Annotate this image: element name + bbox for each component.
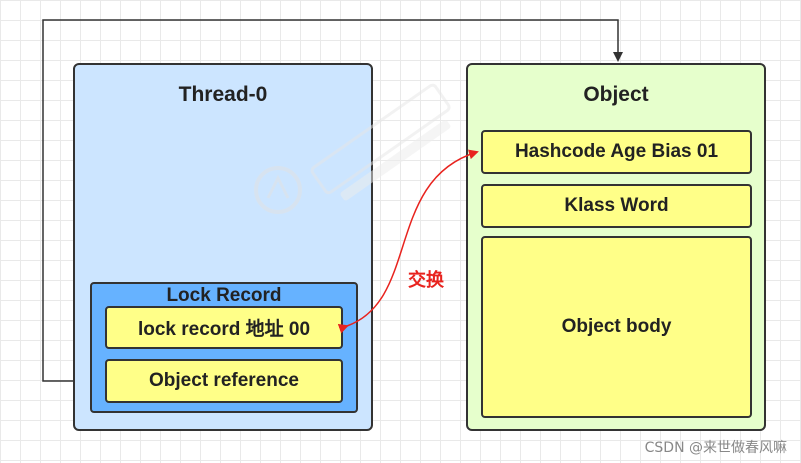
swap-label: 交换 xyxy=(408,270,444,291)
object-body-cell: Object body xyxy=(481,236,752,418)
object-reference-cell: Object reference xyxy=(105,359,343,403)
lock-record-address-cell: lock record 地址 00 xyxy=(105,306,343,349)
klass-word-cell: Klass Word xyxy=(481,184,752,228)
object-header-cell: Hashcode Age Bias 01 xyxy=(481,130,752,174)
object-title: Object xyxy=(583,83,649,106)
footer-credit: CSDN @来世做春风嘛 xyxy=(644,440,787,456)
thread-title: Thread-0 xyxy=(178,83,268,106)
lock-record-title: Lock Record xyxy=(166,285,282,306)
